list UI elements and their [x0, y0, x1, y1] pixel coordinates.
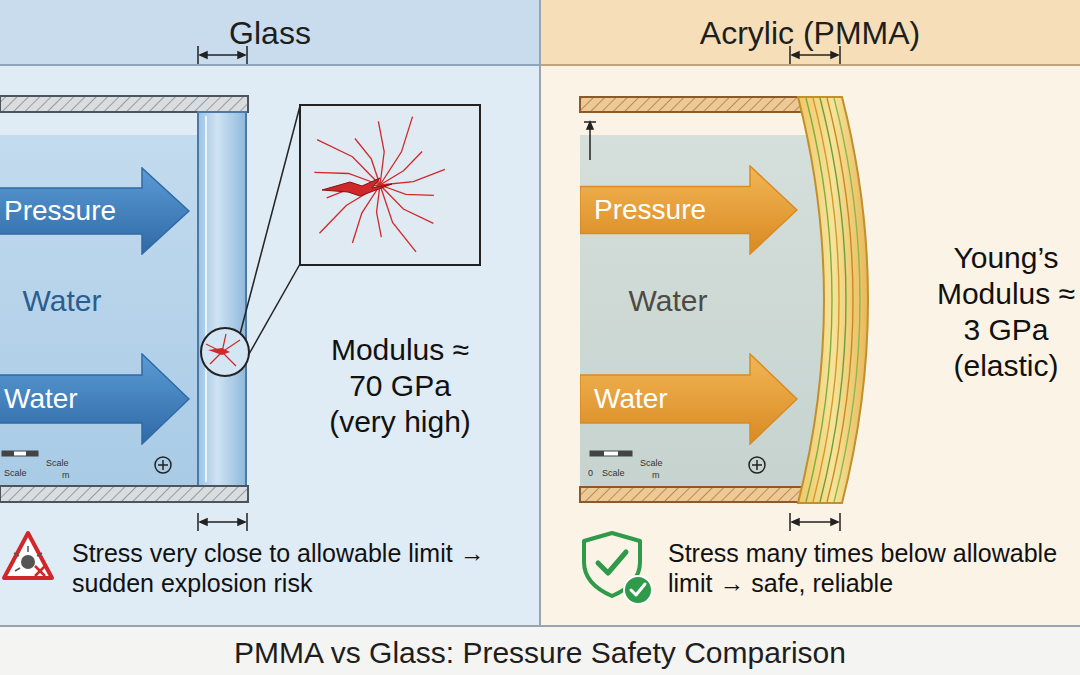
scale-unit: m [62, 470, 76, 481]
arrow-label: Water [594, 353, 668, 445]
glass-highlight [205, 116, 207, 482]
panel-divider [539, 0, 541, 625]
crack-core [208, 348, 230, 355]
caption-bar: PMMA vs Glass: Pressure Safety Compariso… [0, 625, 1080, 675]
stress-note: Stress many times below allowable limit … [668, 538, 1076, 598]
water-label: Water [0, 283, 124, 319]
crack-spot [201, 328, 249, 376]
comparison-panel: Acrylic (PMMA) Water PressureWater [540, 0, 1080, 625]
scale-bar [590, 451, 632, 456]
arrow-label: Pressure [4, 167, 116, 255]
panel-heading: Acrylic (PMMA) [540, 14, 1080, 52]
water-region: Water PressureWater [580, 135, 842, 487]
modulus-note: Modulus ≈ 70 GPa (very high) [318, 332, 482, 440]
shield-icon [584, 533, 652, 604]
anchor-symbol [155, 457, 171, 473]
anchor-symbol [749, 457, 765, 473]
crack-small [206, 334, 240, 366]
water-label: Water [608, 283, 728, 319]
acrylic-pane [798, 97, 868, 503]
warning-icon [4, 533, 52, 578]
panel-heading: Glass [0, 14, 540, 52]
glass-pane [198, 112, 246, 486]
scale-label: Scale [46, 458, 86, 469]
bottom-plate [0, 486, 248, 502]
top-plate [580, 97, 805, 112]
pressure-arrow: Pressure [0, 167, 190, 255]
scale-label: Scale [602, 468, 642, 479]
pressure-arrow: Pressure [580, 165, 798, 255]
dimension-marks [584, 46, 840, 531]
scale-label: Scale [640, 458, 680, 469]
arrow-label: Pressure [594, 165, 706, 255]
scale-bar [2, 451, 38, 456]
arrow-label: Water [4, 353, 78, 445]
dimension-marks [198, 46, 247, 531]
modulus-note: Young’s Modulus ≈ 3 GPa (elastic) [936, 240, 1076, 384]
top-plate [0, 96, 248, 112]
crack-bolt [322, 178, 392, 196]
crack-inset [300, 105, 480, 265]
scale-zero: 0 [588, 468, 598, 479]
leader-line [240, 106, 300, 334]
pressure-arrow: Water [0, 353, 190, 445]
scale-unit: m [652, 470, 666, 481]
stress-lines [806, 98, 860, 502]
stress-note: Stress very close to allowable limit → s… [72, 538, 517, 598]
crack-lines [314, 117, 445, 252]
water-region: Water PressureWater [0, 135, 197, 486]
scale-label: Scale [4, 468, 44, 479]
pressure-arrow: Water [580, 353, 798, 445]
bottom-plate [580, 487, 805, 502]
caption: PMMA vs Glass: Pressure Safety Compariso… [0, 635, 1080, 671]
comparison-panel: GlassWater PressureWater [0, 0, 540, 625]
